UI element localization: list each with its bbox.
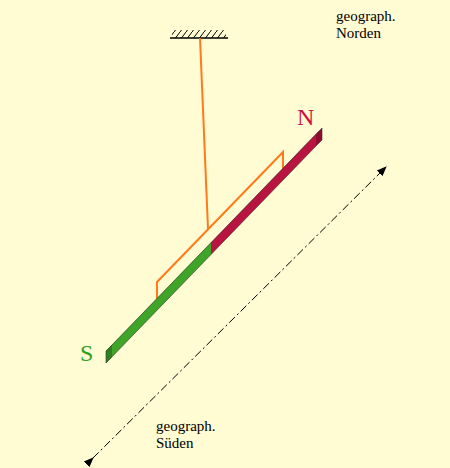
ceiling-hatch [172,30,226,38]
north-south-axis [93,167,386,458]
direction-label: geograph. Süden [156,418,232,451]
pole-label: S [80,340,93,366]
ceiling-line [170,37,228,39]
north-half-front [211,134,316,255]
magnet-outline [106,128,322,363]
pole-label: N [297,104,314,130]
holder-bracket [157,152,283,300]
thread [200,38,208,229]
direction-label: geograph. Norden [336,8,412,41]
south-half-front [106,243,211,364]
